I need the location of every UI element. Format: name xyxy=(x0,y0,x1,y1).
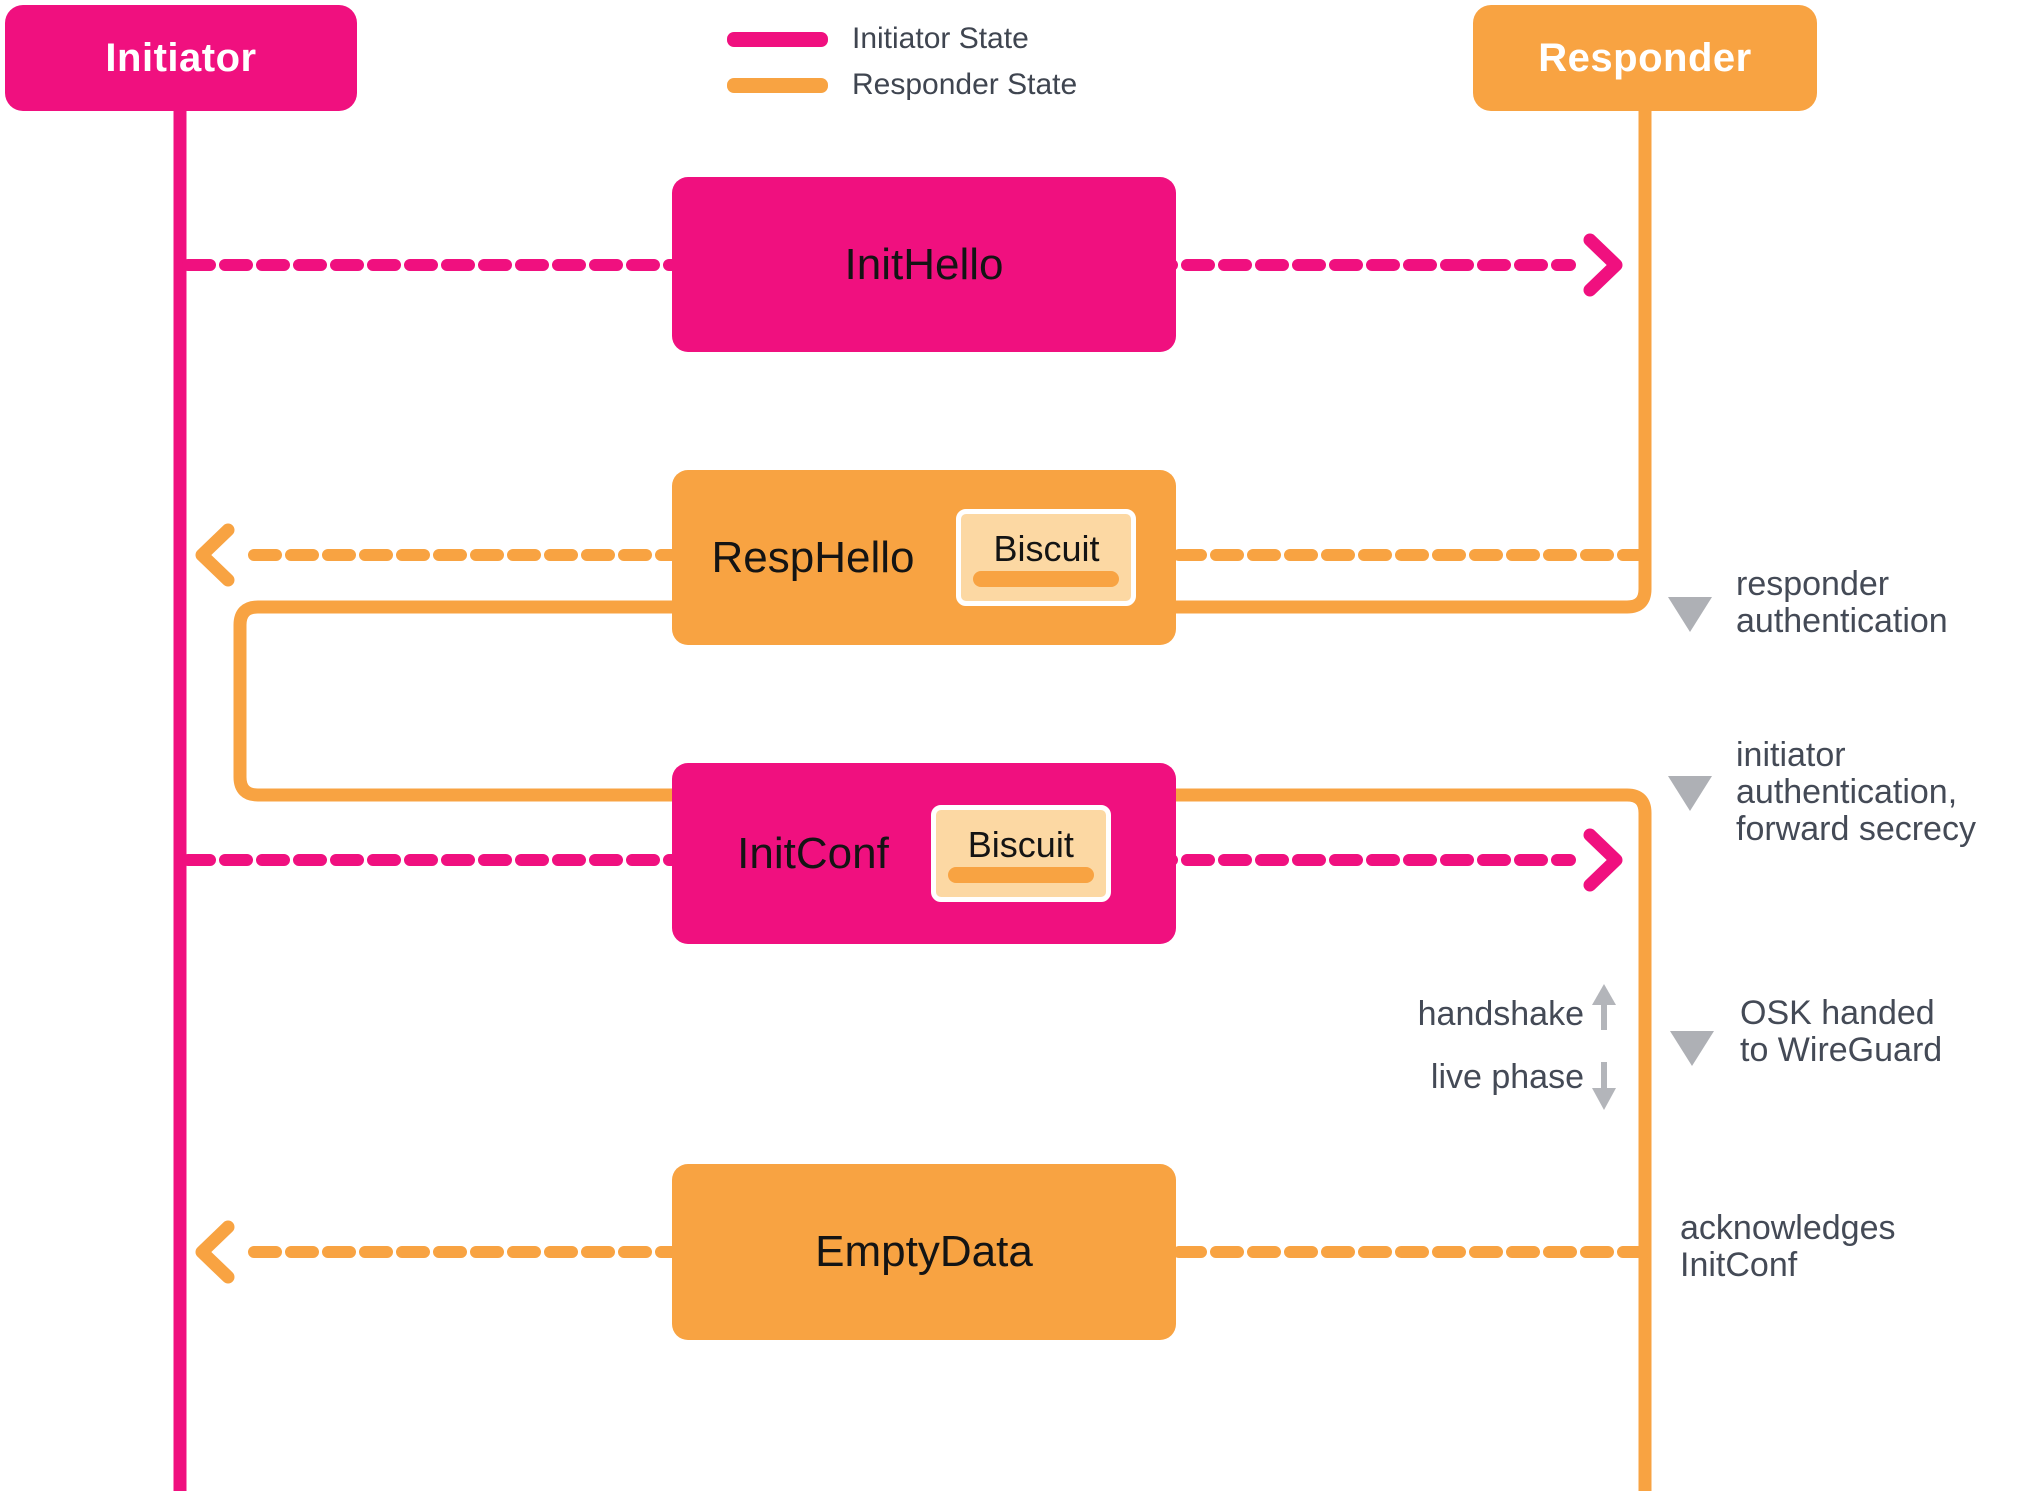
annotation-responder-auth: responder authentication xyxy=(1736,566,1948,640)
resp-hello-label: RespHello xyxy=(711,532,915,582)
init-conf-label: InitConf xyxy=(737,828,889,878)
annotation-line: acknowledges xyxy=(1680,1209,1896,1247)
handshake-phase-label: handshake xyxy=(1417,995,1584,1033)
annotation-ack: acknowledges InitConf xyxy=(1680,1210,1895,1284)
legend-label-initiator-state: Initiator State xyxy=(852,22,1029,55)
arrow-up-icon xyxy=(1592,984,1616,1005)
empty-data-label: EmptyData xyxy=(815,1227,1033,1276)
annotation-line: forward secrecy xyxy=(1736,810,1976,848)
biscuit-chip: Biscuit xyxy=(956,509,1137,606)
responder-state-swatch xyxy=(727,77,828,93)
legend-row-responder: Responder State xyxy=(727,68,1078,101)
biscuit-label: Biscuit xyxy=(967,823,1074,865)
arrowhead-left-icon xyxy=(195,523,235,587)
annotation-osk: OSK handed to WireGuard xyxy=(1740,995,1942,1069)
responder-actor-box: Responder xyxy=(1473,5,1817,111)
init-conf-message-box: InitConf Biscuit xyxy=(672,763,1176,944)
initiator-actor-label: Initiator xyxy=(105,35,257,80)
milestone-triangle-icon xyxy=(1668,597,1712,632)
annotation-line: authentication, xyxy=(1736,773,1958,811)
legend: Initiator State Responder State xyxy=(727,22,1078,101)
biscuit-chip: Biscuit xyxy=(930,805,1111,902)
responder-state-line xyxy=(233,60,1652,1491)
arrowhead-right-icon xyxy=(1583,233,1623,297)
arrowhead-left-icon xyxy=(195,1220,235,1284)
annotation-line: OSK handed xyxy=(1740,994,1935,1032)
biscuit-bar xyxy=(947,866,1094,883)
annotation-line: initiator xyxy=(1736,736,1846,774)
milestone-triangle-icon xyxy=(1668,776,1712,811)
phase-direction-arrows xyxy=(1592,984,1616,1110)
init-hello-label: InitHello xyxy=(844,239,1004,289)
empty-data-message-box: EmptyData xyxy=(672,1164,1176,1340)
annotation-line: responder xyxy=(1736,565,1890,603)
arrowhead-right-icon xyxy=(1583,828,1623,892)
annotation-line: authentication xyxy=(1736,602,1948,640)
annotation-line: to WireGuard xyxy=(1740,1031,1943,1069)
responder-actor-label: Responder xyxy=(1538,35,1752,80)
biscuit-label: Biscuit xyxy=(993,527,1100,569)
milestone-triangle-icon xyxy=(1670,1031,1714,1066)
init-hello-message-box: InitHello xyxy=(672,177,1176,352)
initiator-state-swatch xyxy=(727,31,828,47)
legend-label-responder-state: Responder State xyxy=(852,68,1078,101)
biscuit-bar xyxy=(973,570,1120,587)
annotation-line: InitConf xyxy=(1680,1246,1798,1284)
annotation-initiator-auth: initiator authentication, forward secrec… xyxy=(1736,737,1976,848)
live-phase-label: live phase xyxy=(1430,1058,1584,1096)
legend-row-initiator: Initiator State xyxy=(727,22,1077,55)
initiator-actor-box: Initiator xyxy=(5,5,357,111)
resp-hello-message-box: RespHello Biscuit xyxy=(672,470,1176,645)
arrow-down-icon xyxy=(1592,1088,1616,1110)
